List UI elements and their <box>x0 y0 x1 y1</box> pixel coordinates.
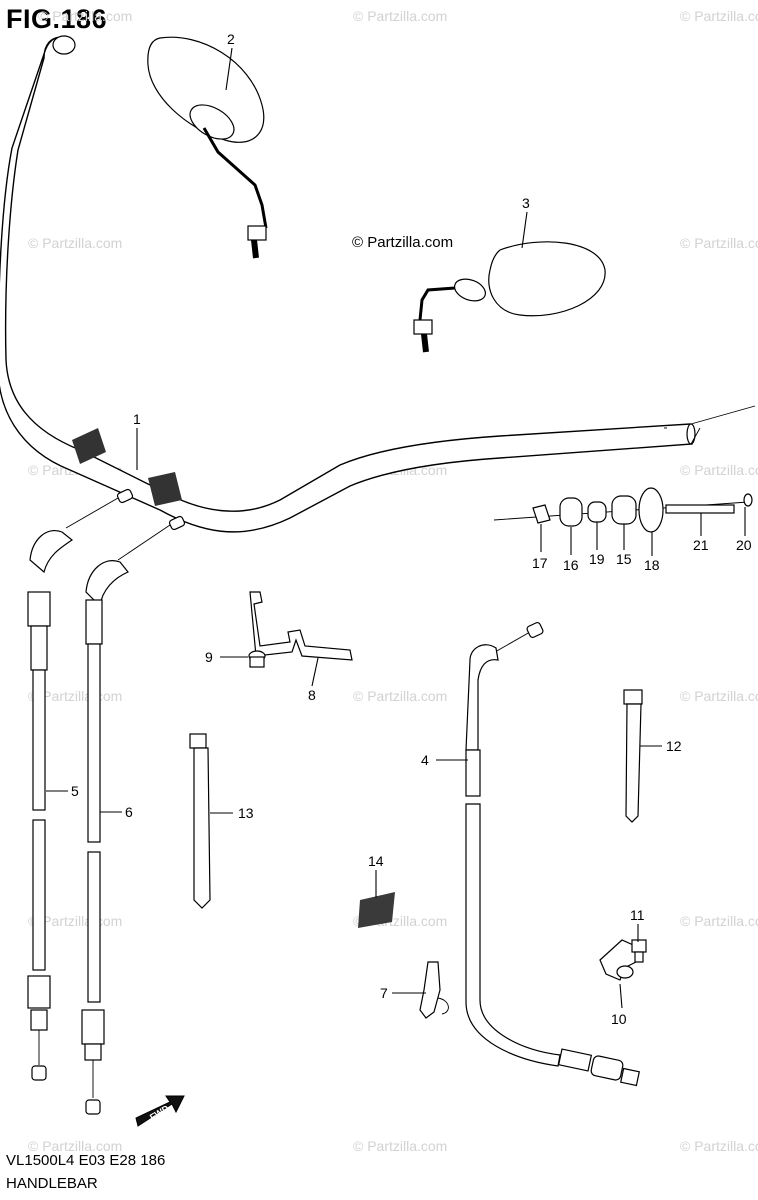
throttle-cable-part-6 <box>81 515 186 1115</box>
callout-9: 9 <box>205 649 213 665</box>
callout-8: 8 <box>308 687 316 703</box>
damper-part-15 <box>611 495 637 525</box>
bracket-part-8 <box>249 591 353 661</box>
footer-model-code: VL1500L4 E03 E28 186 <box>6 1152 166 1169</box>
watermark: © Partzilla.com <box>353 688 448 704</box>
callout-11: 11 <box>630 907 645 923</box>
mirror-part-2 <box>147 36 268 259</box>
throttle-cable-part-5 <box>27 488 134 1081</box>
bracket-part-10 <box>599 939 641 981</box>
nut-part-17 <box>532 504 551 524</box>
watermark: © Partzilla.com <box>353 8 448 24</box>
watermark: © Partzilla.com <box>38 8 133 24</box>
callout-5: 5 <box>71 783 79 799</box>
cable-tie-part-13 <box>189 733 211 909</box>
callout-18: 18 <box>644 557 660 573</box>
callout-21: 21 <box>693 537 709 553</box>
watermark: © Partzilla.com <box>680 1138 758 1154</box>
bar-end-assembly <box>493 487 753 533</box>
callout-20: 20 <box>736 537 752 553</box>
collar-part-19 <box>587 501 607 523</box>
watermark: © Partzilla.com <box>28 235 123 251</box>
watermark: © Partzilla.com <box>680 688 758 704</box>
clip-part-7 <box>419 961 449 1019</box>
leader-lines <box>46 47 746 1009</box>
watermark: © Partzilla.com <box>353 1138 448 1154</box>
fwd-arrow: FWD <box>135 1095 185 1127</box>
watermark: © Partzilla.com <box>28 1138 123 1154</box>
callout-1: 1 <box>133 411 141 427</box>
cable-tie-part-12 <box>623 689 643 823</box>
watermark: © Partzilla.com <box>680 235 758 251</box>
callout-15: 15 <box>616 551 632 567</box>
callout-19: 19 <box>589 551 605 567</box>
callout-13: 13 <box>238 805 254 821</box>
washer-part-20 <box>743 493 753 507</box>
callout-10: 10 <box>611 1011 627 1027</box>
label-part-14 <box>358 892 395 928</box>
damper-part-16 <box>559 497 583 527</box>
figure-title: FIG.186 <box>6 4 108 34</box>
handlebar-part-1 <box>0 35 756 533</box>
callouts: 2 3 1 17 16 19 15 18 21 20 9 8 4 5 6 13 … <box>71 31 752 1027</box>
weight-part-18 <box>638 487 664 533</box>
callout-16: 16 <box>563 557 579 573</box>
bolt-part-9 <box>248 650 266 668</box>
watermark: © Partzilla.com <box>680 462 758 478</box>
callout-3: 3 <box>522 195 530 211</box>
clutch-cable-part-4 <box>465 621 640 1087</box>
callout-2: 2 <box>227 31 235 47</box>
callout-17: 17 <box>532 555 548 571</box>
watermark-overlay: © Partzilla.com <box>352 234 454 251</box>
watermark: © Partzilla.com <box>680 8 758 24</box>
callout-4: 4 <box>421 752 429 768</box>
bolt-part-11 <box>631 939 647 963</box>
footer-section-name: HANDLEBAR <box>6 1175 98 1192</box>
callout-12: 12 <box>666 738 682 754</box>
watermark: © Partzilla.com <box>680 913 758 929</box>
callout-14: 14 <box>368 853 384 869</box>
mirror-part-3 <box>413 241 606 353</box>
bolt-part-21 <box>665 504 735 514</box>
callout-6: 6 <box>125 804 133 820</box>
callout-7: 7 <box>380 985 388 1001</box>
